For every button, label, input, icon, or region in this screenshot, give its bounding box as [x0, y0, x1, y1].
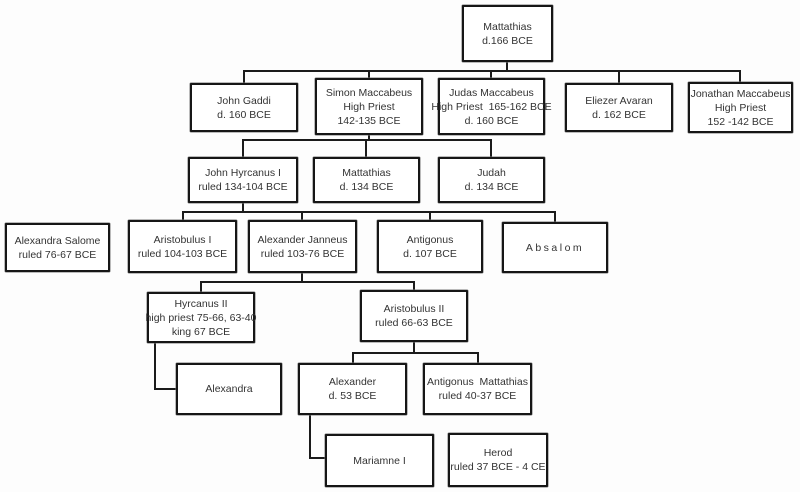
node-jonathan-maccabeus-title: High Priest: [714, 101, 767, 114]
node-simon-maccabeus-title: High Priest: [343, 100, 395, 113]
connector-mattathias-to-children: [243, 62, 741, 84]
node-mattathias-name: Mattathias: [483, 20, 532, 33]
node-alexander-janneus-dates: ruled 103-76 BCE: [260, 247, 345, 260]
node-mattathias: Mattathias d.166 BCE: [462, 5, 553, 62]
node-antigonus-mattathias-name: Antigonus Mattathias: [427, 376, 528, 388]
node-judah-name: Judah: [477, 167, 506, 179]
connector-alexander-janneus-to-children: [200, 272, 415, 293]
connector-simon-to-children: [242, 134, 492, 158]
connector-john-hyrcanus-to-children: [182, 202, 556, 223]
node-aristobulus-ii: Aristobulus II ruled 66-63 BCE: [360, 290, 468, 342]
node-mattathias-ii-dates: d. 134 BCE: [339, 181, 394, 193]
node-john-gaddi-dates: d. 160 BCE: [217, 108, 271, 121]
node-alexandra-salome: Alexandra Salome ruled 76-67 BCE: [5, 223, 110, 272]
node-alexander-dates: d. 53 BCE: [328, 390, 377, 402]
node-eliezer-avaran-dates: d. 162 BCE: [592, 108, 646, 121]
node-simon-maccabeus: Simon Maccabeus High Priest 142-135 BCE: [315, 78, 423, 135]
node-judas-maccabeus: Judas Maccabeus High Priest 165-162 BCE …: [431, 78, 552, 135]
connector-hyrcanus-ii-to-alexandra: [154, 342, 177, 390]
node-alexandra-name: Alexandra: [205, 383, 253, 395]
node-mattathias-dates: d.166 BCE: [482, 34, 533, 47]
node-eliezer-avaran: Eliezer Avaran d. 162 BCE: [565, 83, 673, 132]
node-aristobulus-i: Aristobulus I ruled 104-103 BCE: [128, 220, 237, 273]
node-judas-maccabeus-dates: d. 160 BCE: [464, 114, 519, 127]
node-herod-dates: ruled 37 BCE - 4 CE: [450, 461, 546, 473]
node-herod: Herod ruled 37 BCE - 4 CE: [448, 433, 548, 487]
node-jonathan-maccabeus-name: Jonathan Maccabeus: [690, 87, 791, 100]
node-john-gaddi: John Gaddi d. 160 BCE: [190, 83, 298, 132]
node-herod-name: Herod: [483, 447, 513, 459]
node-alexander-janneus-name: Alexander Janneus: [257, 233, 348, 246]
node-antigonus-dates: d. 107 BCE: [403, 247, 457, 260]
node-antigonus: Antigonus d. 107 BCE: [377, 220, 483, 273]
node-alexandra-salome-name: Alexandra Salome: [14, 234, 101, 247]
node-mattathias-ii-name: Mattathias: [342, 167, 391, 179]
connector-aristobulus-ii-to-children: [352, 341, 479, 364]
node-aristobulus-i-dates: ruled 104-103 BCE: [137, 247, 228, 260]
node-john-hyrcanus-i-name: John Hyrcanus I: [205, 167, 281, 179]
node-antigonus-mattathias-dates: ruled 40-37 BCE: [438, 390, 517, 402]
node-jonathan-maccabeus: Jonathan Maccabeus High Priest 152 -142 …: [688, 82, 793, 133]
node-hyrcanus-ii-name: Hyrcanus II: [174, 297, 228, 310]
node-hyrcanus-ii-title: high priest 75-66, 63-40: [145, 311, 257, 324]
node-john-hyrcanus-i-dates: ruled 134-104 BCE: [198, 181, 288, 193]
node-alexander-janneus: Alexander Janneus ruled 103-76 BCE: [248, 220, 357, 273]
node-alexandra: Alexandra: [176, 363, 282, 415]
node-simon-maccabeus-dates: 142-135 BCE: [337, 114, 401, 127]
node-alexander: Alexander d. 53 BCE: [298, 363, 407, 415]
node-judas-maccabeus-name: Judas Maccabeus: [449, 86, 534, 99]
node-aristobulus-ii-name: Aristobulus II: [383, 303, 445, 315]
node-john-gaddi-name: John Gaddi: [217, 94, 271, 107]
node-judas-maccabeus-title: High Priest 165-162 BCE: [431, 100, 552, 113]
node-alexandra-salome-dates: ruled 76-67 BCE: [18, 248, 97, 261]
node-absalom-name: Absalom: [525, 241, 585, 254]
node-hyrcanus-ii: Hyrcanus II high priest 75-66, 63-40 kin…: [145, 292, 257, 343]
node-alexander-name: Alexander: [328, 376, 377, 388]
node-john-hyrcanus-i: John Hyrcanus I ruled 134-104 BCE: [188, 157, 298, 203]
connector-alexander-to-mariamne: [309, 414, 326, 459]
node-antigonus-name: Antigonus: [406, 233, 454, 246]
node-jonathan-maccabeus-dates: 152 -142 BCE: [707, 115, 774, 128]
node-judah-dates: d. 134 BCE: [464, 181, 519, 193]
node-eliezer-avaran-name: Eliezer Avaran: [585, 94, 653, 107]
node-aristobulus-i-name: Aristobulus I: [153, 233, 212, 246]
node-aristobulus-ii-dates: ruled 66-63 BCE: [375, 317, 453, 329]
node-mariamne-i: Mariamne I: [325, 434, 434, 487]
node-absalom: Absalom: [502, 222, 608, 273]
node-hyrcanus-ii-dates: king 67 BCE: [171, 325, 231, 338]
node-judah: Judah d. 134 BCE: [438, 157, 545, 203]
node-mariamne-i-name: Mariamne I: [353, 454, 406, 467]
node-simon-maccabeus-name: Simon Maccabeus: [325, 86, 413, 99]
node-mattathias-ii: Mattathias d. 134 BCE: [313, 157, 420, 203]
node-antigonus-mattathias: Antigonus Mattathias ruled 40-37 BCE: [423, 363, 532, 415]
